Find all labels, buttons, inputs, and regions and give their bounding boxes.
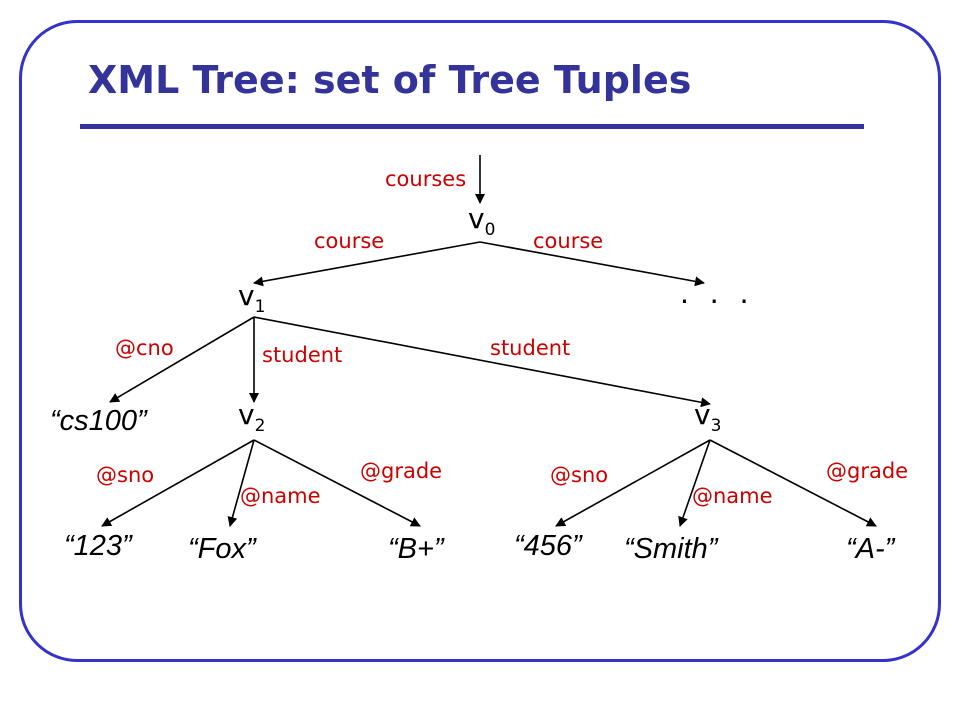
leaf-sno-456: “456” xyxy=(514,530,583,562)
slide-frame xyxy=(19,20,941,662)
node-v3: v3 xyxy=(694,398,721,436)
edge-label-course-right: course xyxy=(533,229,603,253)
leaf-grade-bplus: “B+” xyxy=(388,533,445,565)
edge-v3-sno xyxy=(555,439,711,527)
edge-label-sno-v2: @sno xyxy=(96,463,154,487)
node-v2-base: v xyxy=(238,398,255,431)
leaf-name-smith: “Smith” xyxy=(624,533,719,565)
node-v3-sub: 3 xyxy=(711,416,722,436)
edge-label-name-v2: @name xyxy=(240,484,321,508)
node-v0: v0 xyxy=(468,202,495,240)
node-v0-base: v xyxy=(468,202,485,235)
leaf-cno: “cs100” xyxy=(50,405,148,437)
more-courses-ellipsis: . . . xyxy=(680,274,754,310)
edge-label-courses: courses xyxy=(385,167,466,191)
edge-label-name-v3: @name xyxy=(692,484,773,508)
edge-v2-grade xyxy=(253,439,421,527)
edge-v0-v1 xyxy=(253,241,481,287)
edge-label-sno-v3: @sno xyxy=(550,463,608,487)
edge-label-course-left: course xyxy=(314,229,384,253)
edge-label-grade-v3: @grade xyxy=(826,459,908,483)
node-v3-base: v xyxy=(694,398,711,431)
edge-label-grade-v2: @grade xyxy=(360,459,442,483)
node-v0-sub: 0 xyxy=(485,220,496,240)
leaf-sno-123: “123” xyxy=(64,530,133,562)
edge-v3-grade xyxy=(709,439,877,527)
edge-v3-name xyxy=(678,439,711,527)
node-v1: v1 xyxy=(238,279,265,317)
edge-v2-sno xyxy=(101,439,255,527)
edge-label-cno: @cno xyxy=(115,336,174,360)
edge-label-student-v3: student xyxy=(490,336,570,360)
edge-label-student-v2: student xyxy=(262,343,342,367)
page-title: XML Tree: set of Tree Tuples xyxy=(88,58,692,102)
leaf-name-fox: “Fox” xyxy=(188,533,257,565)
title-underline xyxy=(80,124,864,129)
edge-v1-v3 xyxy=(253,316,711,408)
node-v2-sub: 2 xyxy=(255,416,266,436)
edge-v1-cno xyxy=(109,316,255,403)
node-v2: v2 xyxy=(238,398,265,436)
leaf-grade-aminus: “A-” xyxy=(846,533,896,565)
edge-v2-name xyxy=(227,439,255,527)
node-v1-base: v xyxy=(238,279,255,312)
node-v1-sub: 1 xyxy=(255,297,266,317)
edge-v0-more xyxy=(479,241,705,287)
